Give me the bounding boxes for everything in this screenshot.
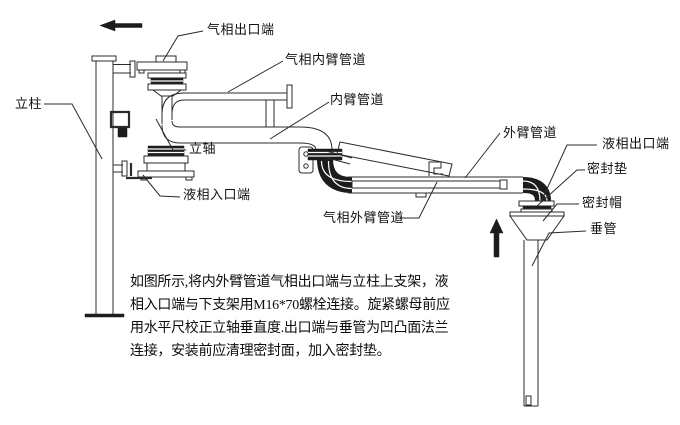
label-gas-outlet: 气相出口端	[207, 22, 275, 37]
gas-outer-pipe	[352, 180, 507, 189]
label-gas-inner-arm-pipe: 气相内臂管道	[285, 52, 367, 67]
liquid-inlet-swivel	[138, 146, 194, 180]
column	[85, 56, 152, 317]
label-column: 立柱	[15, 96, 43, 111]
outlet-assembly	[510, 181, 564, 240]
label-seal-cap: 密封帽	[582, 195, 623, 210]
label-liquid-outlet: 液相出口端	[602, 136, 670, 151]
mid-joint	[299, 142, 452, 189]
label-seal-gasket: 密封垫	[587, 161, 628, 176]
gas-inner-pipe	[162, 85, 292, 127]
inner-arm-pipe	[162, 121, 332, 150]
label-liquid-inlet: 液相入口端	[183, 187, 251, 202]
label-gas-outer-arm-pipe: 气相外臂管道	[323, 210, 405, 225]
label-outer-arm-pipe: 外臂管道	[503, 125, 558, 140]
label-vertical-shaft: 立轴	[189, 141, 217, 156]
label-drop-pipe: 垂管	[590, 221, 618, 236]
drop-pipe	[524, 240, 538, 406]
label-inner-arm-pipe: 内臂管道	[330, 92, 385, 107]
note-line-4: 连接，安装前应清理密封面，加入密封垫。	[130, 344, 391, 359]
installation-note: 如图所示,将内外臂管道气相出口端与立柱上支架，液 相入口端与下支架用M16*70…	[130, 271, 480, 363]
leader-lines	[44, 31, 597, 266]
up-arrow-icon	[490, 219, 503, 257]
note-line-1: 如图所示,将内外臂管道气相出口端与立柱上支架，液	[130, 275, 449, 290]
outer-arm-pipe	[348, 177, 523, 197]
left-arrow-icon	[100, 20, 142, 31]
note-line-2: 相入口端与下支架用M16*70螺栓连接。旋紧螺母前应	[130, 298, 450, 313]
note-line-3: 用水平尺校正立轴垂直度.出口端与垂管为凹凸面法兰	[130, 321, 449, 336]
